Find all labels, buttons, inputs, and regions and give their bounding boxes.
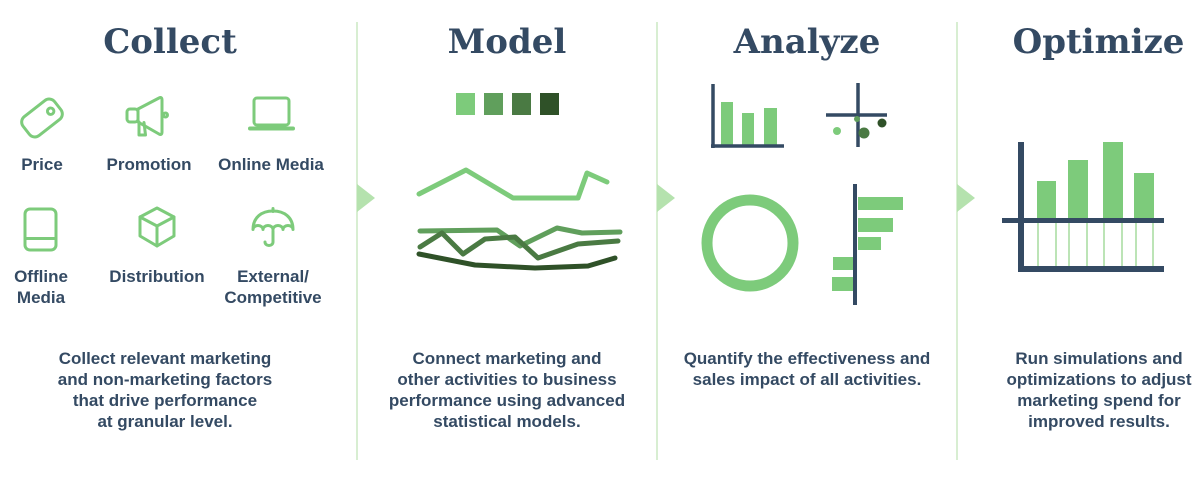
- bar: [858, 197, 903, 210]
- factor-promotion: Promotion: [89, 94, 209, 175]
- flow-arrow-icon: [357, 184, 375, 212]
- umbrella-icon: [251, 207, 295, 247]
- bar: [1068, 160, 1088, 218]
- palette-square: [483, 93, 503, 115]
- optimize-column: Optimize Run simulations and optimizatio…: [957, 0, 1200, 485]
- factor-label: Price: [21, 155, 63, 174]
- column-divider: [656, 22, 658, 460]
- model-title: Model: [447, 22, 567, 62]
- model-line: [416, 167, 610, 201]
- analyze-title: Analyze: [733, 22, 881, 62]
- column-divider: [356, 22, 358, 460]
- factor-online-media: Online Media: [211, 94, 331, 175]
- analyze-column: Analyze Quantify the effectiveness and s…: [657, 0, 957, 485]
- bar: [833, 257, 853, 270]
- collect-column: Collect Price Promotion: [0, 0, 357, 485]
- price-tag-icon: [20, 97, 64, 139]
- palette-square: [455, 93, 475, 115]
- scatter-dot: [858, 127, 870, 139]
- laptop-icon: [248, 96, 295, 131]
- scatter-dot: [833, 127, 841, 135]
- model-line: [417, 230, 621, 261]
- factor-label: Distribution: [109, 267, 205, 286]
- factor-label: Online Media: [218, 155, 324, 174]
- model-palette: [357, 93, 657, 115]
- optimize-title: Optimize: [1012, 22, 1185, 62]
- flow-arrow-icon: [657, 184, 675, 212]
- factor-offline-media: Offline Media: [0, 206, 101, 308]
- factor-label: Promotion: [106, 155, 192, 174]
- cube-icon: [138, 206, 176, 248]
- scatter-dot: [877, 118, 887, 128]
- optimize-chart: [1002, 142, 1164, 272]
- column-divider: [956, 22, 958, 460]
- flow-arrow-icon: [957, 184, 975, 212]
- model-column: Model Connect marketing and other activi…: [357, 0, 657, 485]
- bar: [858, 218, 893, 232]
- bar: [832, 277, 853, 291]
- palette-square: [539, 93, 559, 115]
- model-description: Connect marketing and other activities t…: [388, 349, 626, 431]
- megaphone-icon: [125, 96, 169, 137]
- scatter-plot-icon: [826, 83, 887, 147]
- bar: [721, 102, 733, 146]
- factor-external-competitive: External/ Competitive: [213, 206, 333, 308]
- bar: [1134, 173, 1154, 218]
- bar: [742, 113, 754, 146]
- analyze-description: Quantify the effectiveness and sales imp…: [683, 349, 931, 389]
- donut-chart-icon: [701, 194, 799, 292]
- bar-chart-icon: [711, 84, 784, 148]
- model-line-chart: [416, 167, 623, 271]
- palette-square: [511, 93, 531, 115]
- factor-label: Offline Media: [14, 267, 68, 307]
- model-line: [416, 251, 618, 271]
- bar: [764, 108, 777, 146]
- bar: [858, 237, 881, 250]
- factor-distribution: Distribution: [97, 206, 217, 287]
- optimize-description: Run simulations and optimizations to adj…: [1006, 349, 1192, 431]
- bar: [1037, 181, 1056, 218]
- hbar-chart-icon: [832, 184, 903, 305]
- collect-title: Collect: [103, 22, 237, 62]
- book-icon: [23, 207, 58, 252]
- factor-price: Price: [0, 94, 102, 175]
- collect-description: Collect relevant marketing and non-marke…: [57, 349, 273, 431]
- bar: [1103, 142, 1123, 218]
- scatter-dot: [854, 116, 860, 122]
- factor-label: External/ Competitive: [224, 267, 322, 307]
- model-line: [417, 225, 623, 249]
